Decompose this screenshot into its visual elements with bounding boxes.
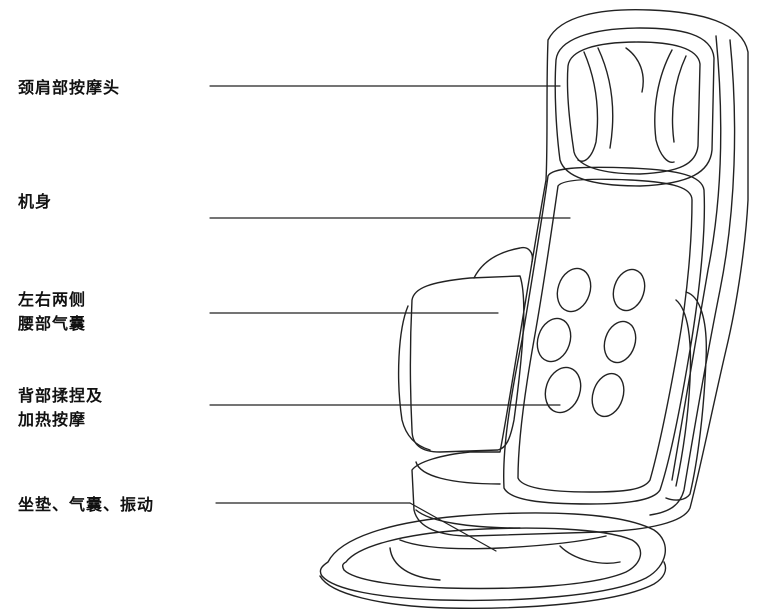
neck-roller-left bbox=[577, 51, 599, 162]
right-side-bolster-inner bbox=[675, 299, 692, 487]
lumbar-airbag-edge bbox=[397, 305, 431, 451]
label-back-line1: 背部揉捏及 bbox=[18, 386, 104, 405]
label-lumbar-airbags: 左右两侧 腰部气囊 bbox=[18, 288, 86, 336]
neck-roller-right-2 bbox=[671, 55, 687, 143]
seat-cushion-seam bbox=[399, 535, 607, 550]
seat-cushion-outer bbox=[319, 512, 667, 602]
label-body: 机身 bbox=[18, 190, 52, 214]
backrest-side-contour bbox=[649, 39, 736, 516]
label-seat: 坐垫、气囊、振动 bbox=[18, 493, 154, 517]
massage-node-right-1 bbox=[612, 268, 646, 312]
lumbar-airbag-flap bbox=[473, 246, 534, 279]
seat-cushion-panel-2 bbox=[559, 545, 621, 564]
label-lumbar-line1: 左右两侧 bbox=[18, 290, 87, 309]
seat-cushion-panel bbox=[389, 547, 441, 581]
right-side-bolster bbox=[665, 291, 708, 501]
label-neck-shoulder-head: 颈肩部按摩头 bbox=[18, 76, 120, 100]
massage-node-right-2 bbox=[603, 320, 637, 364]
label-back-line2: 加热按摩 bbox=[18, 410, 87, 429]
neck-roller-center bbox=[625, 47, 644, 93]
seat-cushion-inner bbox=[342, 527, 642, 590]
neck-roller-right bbox=[654, 49, 675, 163]
backrest-side-contour-2 bbox=[671, 35, 722, 481]
label-lumbar-line2: 腰部气囊 bbox=[18, 314, 87, 333]
massage-node-left-2 bbox=[536, 317, 572, 363]
label-body-text: 机身 bbox=[18, 192, 53, 211]
label-neck-shoulder-text: 颈肩部按摩头 bbox=[18, 78, 121, 97]
back-panel-outer bbox=[503, 166, 706, 505]
backrest-base bbox=[415, 461, 501, 485]
lumbar-airbag-cushion bbox=[409, 275, 525, 453]
label-seat-text: 坐垫、气囊、振动 bbox=[18, 495, 155, 514]
headrest-outer bbox=[554, 27, 715, 187]
headrest-inner bbox=[566, 41, 701, 175]
massage-node-left-1 bbox=[556, 267, 592, 313]
backrest-outer-shell bbox=[411, 9, 749, 537]
back-panel-inner bbox=[517, 178, 693, 493]
neck-roller-left-2 bbox=[597, 47, 614, 149]
leader-seat-angle bbox=[409, 502, 497, 552]
seat-base-rim bbox=[319, 561, 667, 609]
label-back-kneading: 背部揉捏及 加热按摩 bbox=[18, 384, 103, 432]
massage-node-left-3 bbox=[544, 366, 582, 414]
massage-node-right-3 bbox=[591, 372, 625, 418]
